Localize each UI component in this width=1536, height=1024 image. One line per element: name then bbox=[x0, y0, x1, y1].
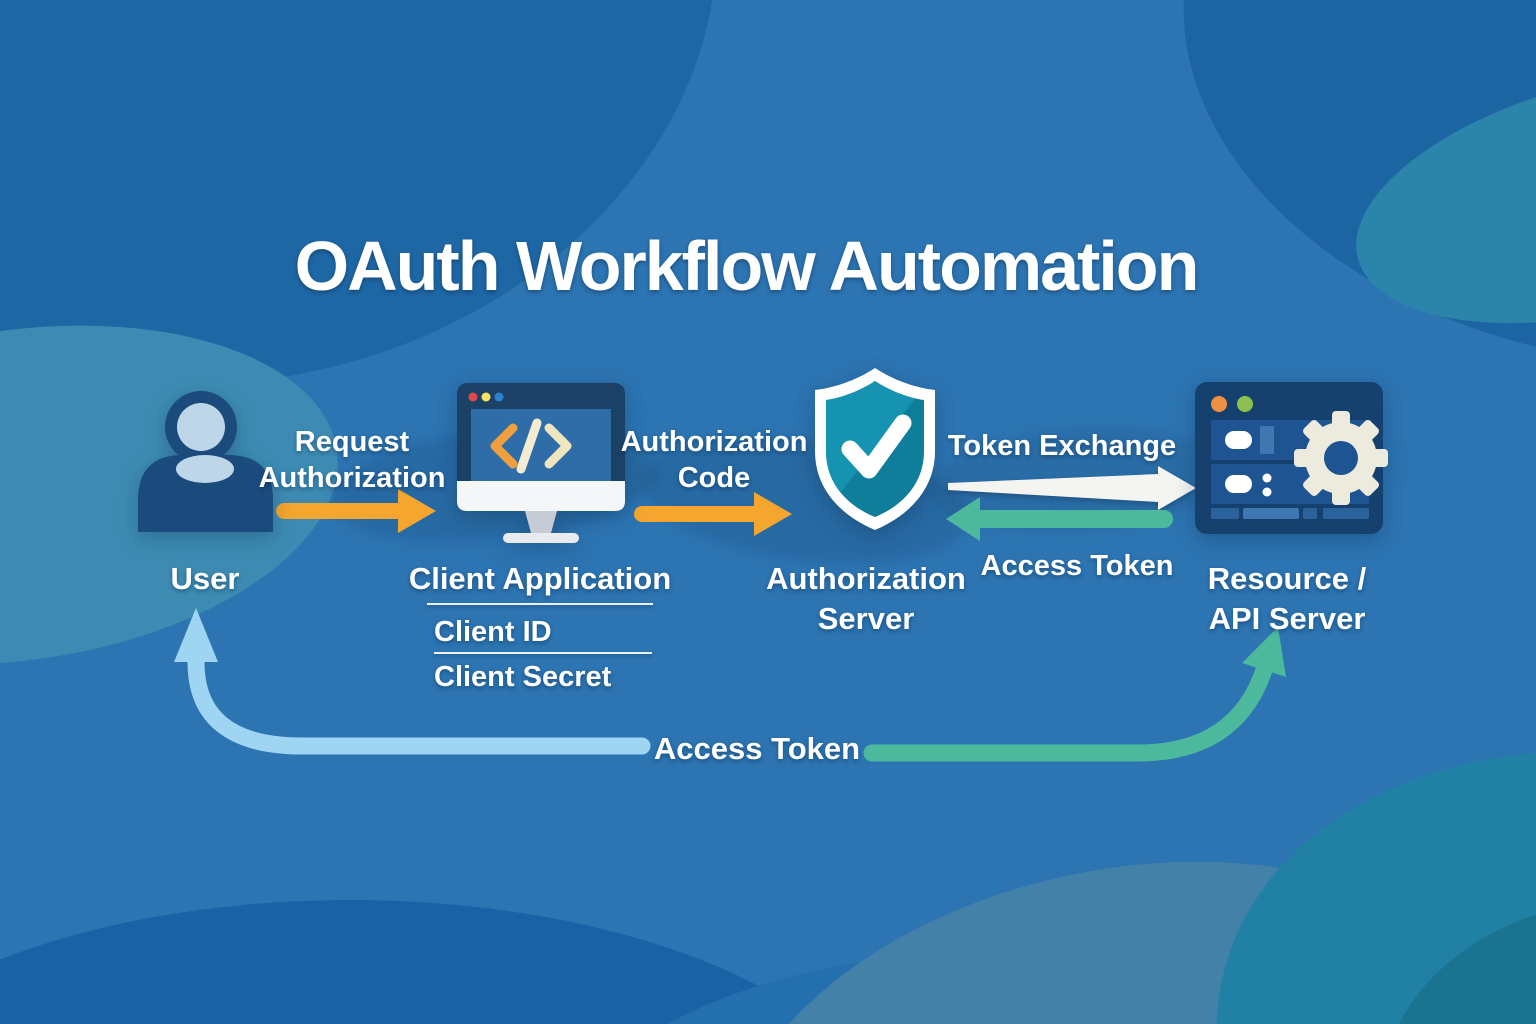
client-id-label: Client ID bbox=[434, 616, 552, 648]
resource-api-server-label: Resource / API Server bbox=[1207, 561, 1367, 636]
gear-icon bbox=[1294, 411, 1388, 505]
token-exchange-label: Token Exchange bbox=[947, 430, 1177, 462]
token-exchange-arrow bbox=[948, 466, 1196, 510]
authorization-server-label: Authorization Server bbox=[766, 561, 966, 636]
user-label: User bbox=[170, 561, 240, 596]
authorization-code-label: Authorization Code bbox=[620, 426, 808, 494]
code-monitor-icon bbox=[455, 381, 627, 548]
browser-dots-icon bbox=[468, 392, 504, 402]
checkmark-icon bbox=[841, 414, 912, 479]
request-authorization-arrow bbox=[276, 489, 436, 533]
request-authorization-label: Request Authorization bbox=[258, 426, 446, 494]
person-icon bbox=[133, 388, 278, 538]
access-token-return-label: Access Token bbox=[980, 550, 1174, 582]
code-brackets-icon bbox=[490, 418, 572, 474]
access-token-to-resource-arrow bbox=[863, 627, 1286, 762]
access-token-return-arrow bbox=[946, 497, 1173, 541]
shield-check-icon bbox=[808, 365, 942, 538]
access-token-bottom-label: Access Token bbox=[653, 731, 861, 766]
server-gear-icon bbox=[1193, 380, 1391, 545]
client-application-label: Client Application bbox=[408, 561, 672, 596]
access-token-to-user-arrow bbox=[174, 608, 651, 755]
page-title: OAuth Workflow Automation bbox=[294, 227, 1200, 305]
client-secret-label: Client Secret bbox=[434, 661, 612, 693]
client-separator bbox=[427, 603, 653, 605]
client-separator bbox=[434, 652, 652, 654]
authorization-code-arrow bbox=[634, 492, 792, 536]
